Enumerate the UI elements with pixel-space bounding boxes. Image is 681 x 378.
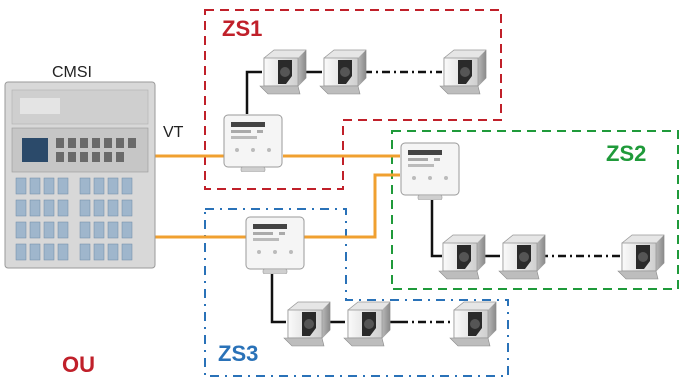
zs3-actuator-icon <box>283 301 331 347</box>
cmsi-panel-icon <box>4 81 156 269</box>
link-ellipsis <box>364 70 620 324</box>
vt-label: VT <box>163 124 184 141</box>
zs3-module-icon <box>245 216 305 274</box>
zs3-label: ZS3 <box>218 341 259 366</box>
zs1-actuator-icon <box>259 49 307 95</box>
zs1-actuator-icon <box>319 49 367 95</box>
zs1-module-icon <box>223 114 283 172</box>
zs3-zone-outline <box>204 208 509 377</box>
zs2-zone-outline <box>391 130 679 290</box>
zs2-module-icon <box>400 142 460 200</box>
cmsi-label: CMSI <box>52 64 92 81</box>
vt-cable <box>155 154 400 239</box>
zs2-actuator-icon <box>617 234 665 280</box>
zs2-actuator-icon <box>438 234 486 280</box>
zs2-label: ZS2 <box>606 141 647 166</box>
zs1-label: ZS1 <box>222 16 263 41</box>
zs3-actuator-icon <box>449 301 497 347</box>
ou-label: OU <box>62 352 95 377</box>
zs2-actuator-icon <box>498 234 546 280</box>
zs1-actuator-icon <box>439 49 487 95</box>
zs3-actuator-icon <box>343 301 391 347</box>
zs1-zone-outline <box>204 9 502 190</box>
